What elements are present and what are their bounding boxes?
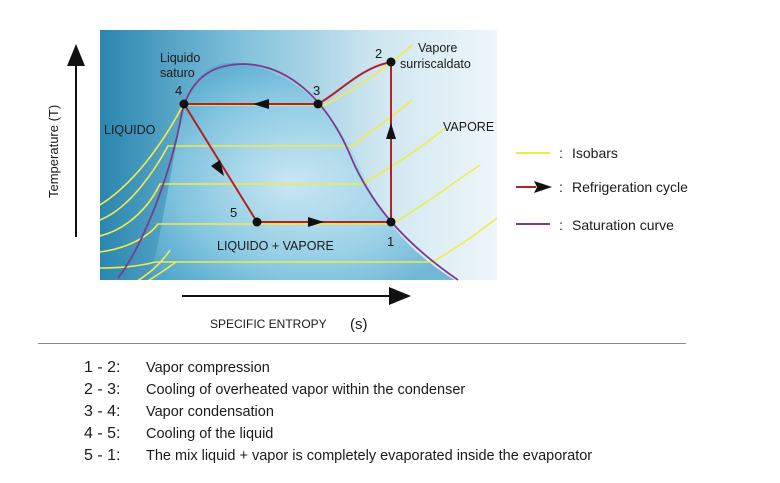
step-description: Vapor compression bbox=[146, 360, 270, 376]
x-axis-symbol: (s) bbox=[350, 316, 368, 333]
cycle-points bbox=[179, 57, 396, 227]
region-mix-label: LIQUIDO + VAPORE bbox=[217, 239, 334, 253]
point-label-4: 4 bbox=[175, 83, 182, 98]
point-label-1: 1 bbox=[387, 234, 394, 249]
legend: : Isobars : Refrigeration cycle : Satura… bbox=[516, 145, 688, 233]
step-description: Cooling of the liquid bbox=[146, 426, 274, 442]
arrow-1-2-icon bbox=[386, 123, 396, 139]
refrigeration-cycle bbox=[183, 61, 392, 223]
step-id: 3 - 4: bbox=[84, 403, 121, 420]
saturation-curve bbox=[117, 63, 459, 281]
divider bbox=[38, 343, 686, 344]
isobar-7 bbox=[137, 249, 171, 280]
legend-isobars-label: Isobars bbox=[572, 145, 618, 161]
y-axis-arrow-icon bbox=[67, 44, 85, 66]
arrow-5-1-icon bbox=[308, 217, 324, 227]
isobar-4 bbox=[100, 99, 413, 221]
list-item: 1 - 2: Vapor compression bbox=[84, 357, 592, 379]
two-phase-region bbox=[150, 62, 455, 280]
x-axis bbox=[182, 287, 411, 305]
cycle-arrows bbox=[211, 99, 396, 227]
legend-cycle-label: Refrigeration cycle bbox=[572, 179, 688, 195]
legend-sep-2: : bbox=[559, 179, 563, 195]
isobar-3 bbox=[100, 127, 446, 237]
point-2 bbox=[386, 57, 396, 67]
liquid-saturated-label-2: saturo bbox=[160, 66, 195, 80]
isobar-1 bbox=[100, 217, 497, 269]
point-1 bbox=[386, 217, 396, 227]
point-label-5: 5 bbox=[230, 205, 237, 220]
vapor-superheated-label-1: Vapore bbox=[418, 41, 457, 55]
step-description: Cooling of overheated vapor within the c… bbox=[146, 382, 466, 398]
isobar-6 bbox=[147, 261, 177, 280]
step-id: 2 - 3: bbox=[84, 381, 121, 398]
region-liquid-label: LIQUIDO bbox=[104, 123, 156, 137]
ts-diagram: 1 2 3 4 5 Liquido saturo Vapore surrisca… bbox=[46, 30, 688, 333]
x-axis-label: SPECIFIC ENTROPY bbox=[210, 317, 327, 331]
point-3 bbox=[313, 99, 323, 109]
list-item: 3 - 4: Vapor condensation bbox=[84, 401, 592, 423]
list-item: 5 - 1: The mix liquid + vapor is complete… bbox=[84, 445, 592, 467]
vapor-superheated-label-2: surriscaldato bbox=[400, 57, 471, 71]
legend-sep-3: : bbox=[559, 217, 563, 233]
arrow-4-5-icon bbox=[211, 160, 224, 176]
legend-sep-1: : bbox=[559, 145, 563, 161]
legend-cycle-arrow-icon bbox=[534, 181, 552, 193]
step-id: 4 - 5: bbox=[84, 425, 121, 442]
y-axis bbox=[67, 44, 85, 237]
liquid-saturated-label-1: Liquido bbox=[160, 51, 200, 65]
cycle-segment-2-3 bbox=[317, 61, 392, 105]
step-description: The mix liquid + vapor is completely eva… bbox=[146, 448, 593, 464]
arrow-3-4-icon bbox=[253, 99, 269, 109]
step-id: 1 - 2: bbox=[84, 359, 121, 376]
list-item: 2 - 3: Cooling of overheated vapor within… bbox=[84, 379, 592, 401]
step-description: Vapor condensation bbox=[146, 404, 274, 420]
y-axis-label: Temperature (T) bbox=[46, 105, 61, 198]
region-vapor-label: VAPORE bbox=[443, 120, 494, 134]
point-label-3: 3 bbox=[313, 83, 320, 98]
point-4 bbox=[179, 99, 189, 109]
legend-saturation-label: Saturation curve bbox=[572, 217, 674, 233]
process-steps-list: 1 - 2: Vapor compression 2 - 3: Cooling of… bbox=[84, 357, 592, 467]
step-id: 5 - 1: bbox=[84, 447, 121, 464]
x-axis-arrow-icon bbox=[389, 287, 411, 305]
list-item: 4 - 5: Cooling of the liquid bbox=[84, 423, 592, 445]
point-label-2: 2 bbox=[375, 46, 382, 61]
point-5 bbox=[252, 217, 262, 227]
